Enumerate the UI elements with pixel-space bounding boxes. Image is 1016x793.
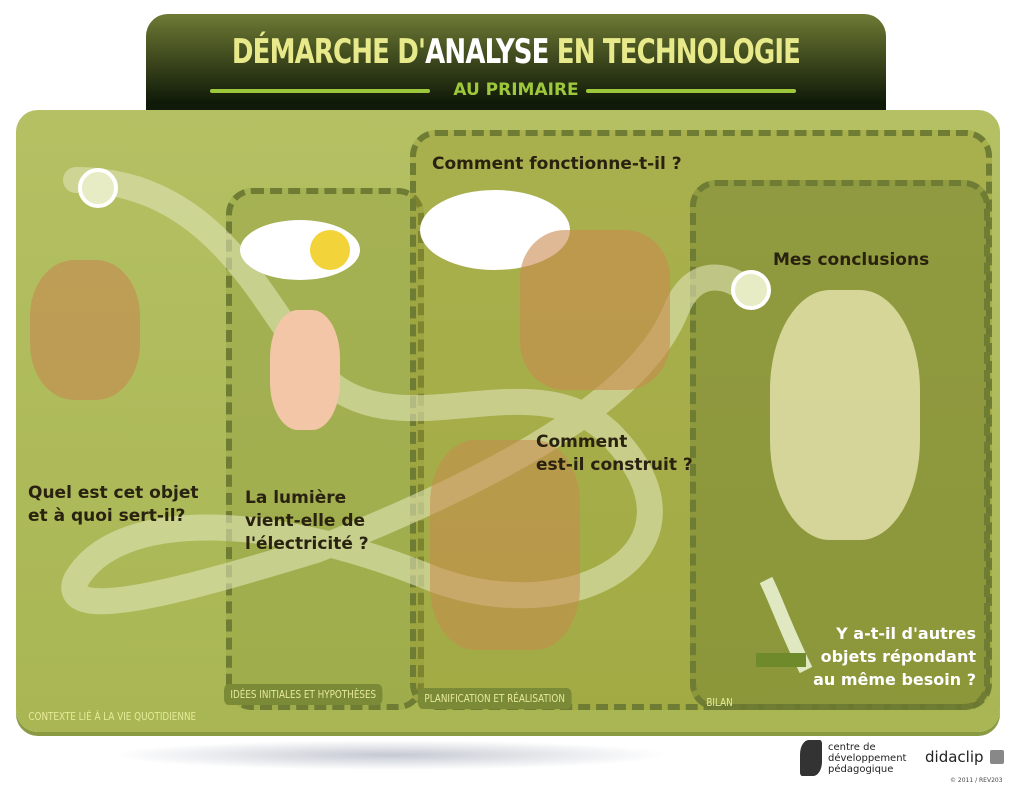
path-end xyxy=(731,270,771,310)
stage-label-ideas: IDÉES INITIALES ET HYPOTHÈSES xyxy=(224,684,383,705)
page-title: DÉMARCHE D'ANALYSE EN TECHNOLOGIE xyxy=(231,32,801,72)
page-subtitle: AU PRIMAIRE xyxy=(453,80,579,100)
divider xyxy=(586,89,796,93)
stage-label-planning: PLANIFICATION ET RÉALISATION xyxy=(418,688,572,709)
illustration-lantern-child xyxy=(770,290,920,540)
header-banner: DÉMARCHE D'ANALYSE EN TECHNOLOGIE AU PRI… xyxy=(146,14,886,124)
divider xyxy=(210,89,430,93)
didaclip-logo-icon xyxy=(990,750,1004,764)
copyright: © 2011 / REV203 xyxy=(950,777,1003,784)
illustration-thinking-child xyxy=(270,310,340,430)
illustration-children-flashlight xyxy=(30,260,140,400)
illustration-magnifier-child xyxy=(430,440,580,650)
stage-label-context: CONTEXTE LIÉ À LA VIE QUOTIDIENNE xyxy=(28,710,197,723)
stage-label-bilan: BILAN xyxy=(706,696,733,709)
path-start xyxy=(78,168,118,208)
lightbulb-icon xyxy=(310,230,350,270)
question-how-works: Comment fonctionne-t-il ? xyxy=(432,154,682,174)
heading-conclusions: Mes conclusions xyxy=(773,250,930,270)
brand-didaclip: didaclip xyxy=(925,748,984,766)
cdp-logo xyxy=(800,740,822,776)
illustration-circuit-child xyxy=(520,230,670,390)
board-shadow xyxy=(110,740,670,770)
